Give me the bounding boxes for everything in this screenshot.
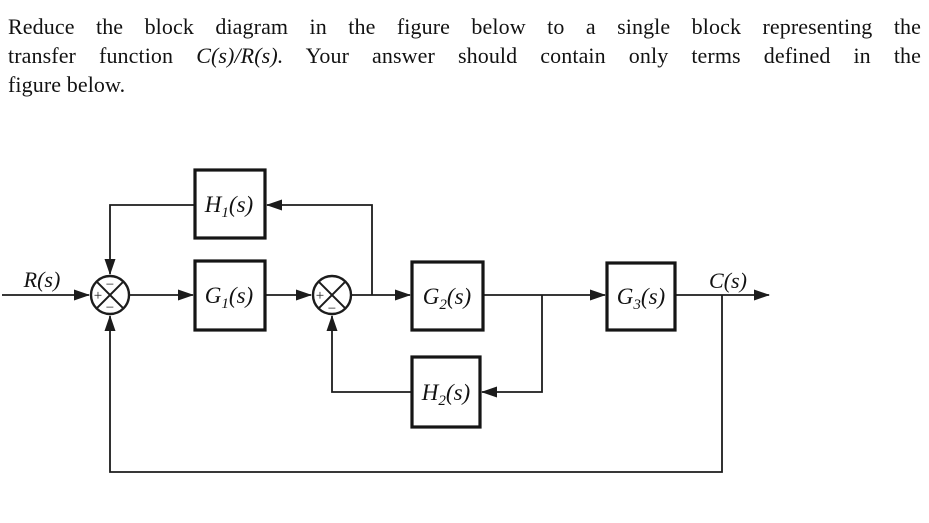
block-h1-label: H1(s) (204, 192, 253, 221)
block-h2-rect (410, 355, 482, 429)
summer1-bottom-sign: − (106, 300, 114, 316)
block-g3-rect (605, 261, 677, 332)
problem-line-1: Reduce the block diagram in the figure b… (8, 14, 921, 39)
summer1-left-sign: + (94, 288, 102, 304)
block-g1-label: G1(s) (205, 283, 253, 312)
block-g2-label: G2(s) (423, 284, 471, 313)
block-g2: G2(s) (410, 260, 485, 332)
summing-junction-2-cross (317, 280, 347, 310)
block-h1-rect (193, 168, 267, 240)
problem-line-2-post: Your answer should contain only terms de… (305, 43, 921, 68)
problem-line-2: transfer function C(s)/R(s). Your answer… (8, 41, 921, 70)
h1-feedback-takeoff-wire (266, 199, 373, 295)
block-g1-rect (193, 259, 267, 332)
output-signal-label: C(s) (709, 268, 747, 293)
problem-line-3: figure below. (8, 72, 126, 97)
h2-output-wire (326, 315, 412, 393)
block-g1: G1(s) (193, 259, 267, 332)
problem-line-2-pre: transfer function (8, 43, 174, 68)
input-signal-label: R(s) (23, 267, 61, 292)
summing-junction-1: + − − (89, 274, 131, 316)
h2-feedback-takeoff-wire (481, 295, 543, 398)
problem-statement: Reduce the block diagram in the figure b… (8, 12, 921, 99)
summer2-bottom-sign: − (328, 301, 336, 317)
summing-junction-1-cross (95, 280, 125, 310)
h1-output-wire (104, 204, 195, 275)
block-h1: H1(s) (193, 168, 267, 240)
block-h2-label: H2(s) (421, 380, 470, 409)
outer-feedback-wire (104, 295, 723, 473)
block-g3: G3(s) (605, 261, 677, 332)
summing-junction-2: + − (311, 274, 353, 317)
summer2-left-sign: + (316, 288, 324, 304)
block-h2: H2(s) (410, 355, 482, 429)
block-g2-rect (410, 260, 485, 332)
transfer-function-expression: C(s)/R(s). (196, 43, 284, 68)
block-g3-label: G3(s) (617, 284, 665, 313)
summer1-top-sign: − (106, 277, 114, 293)
